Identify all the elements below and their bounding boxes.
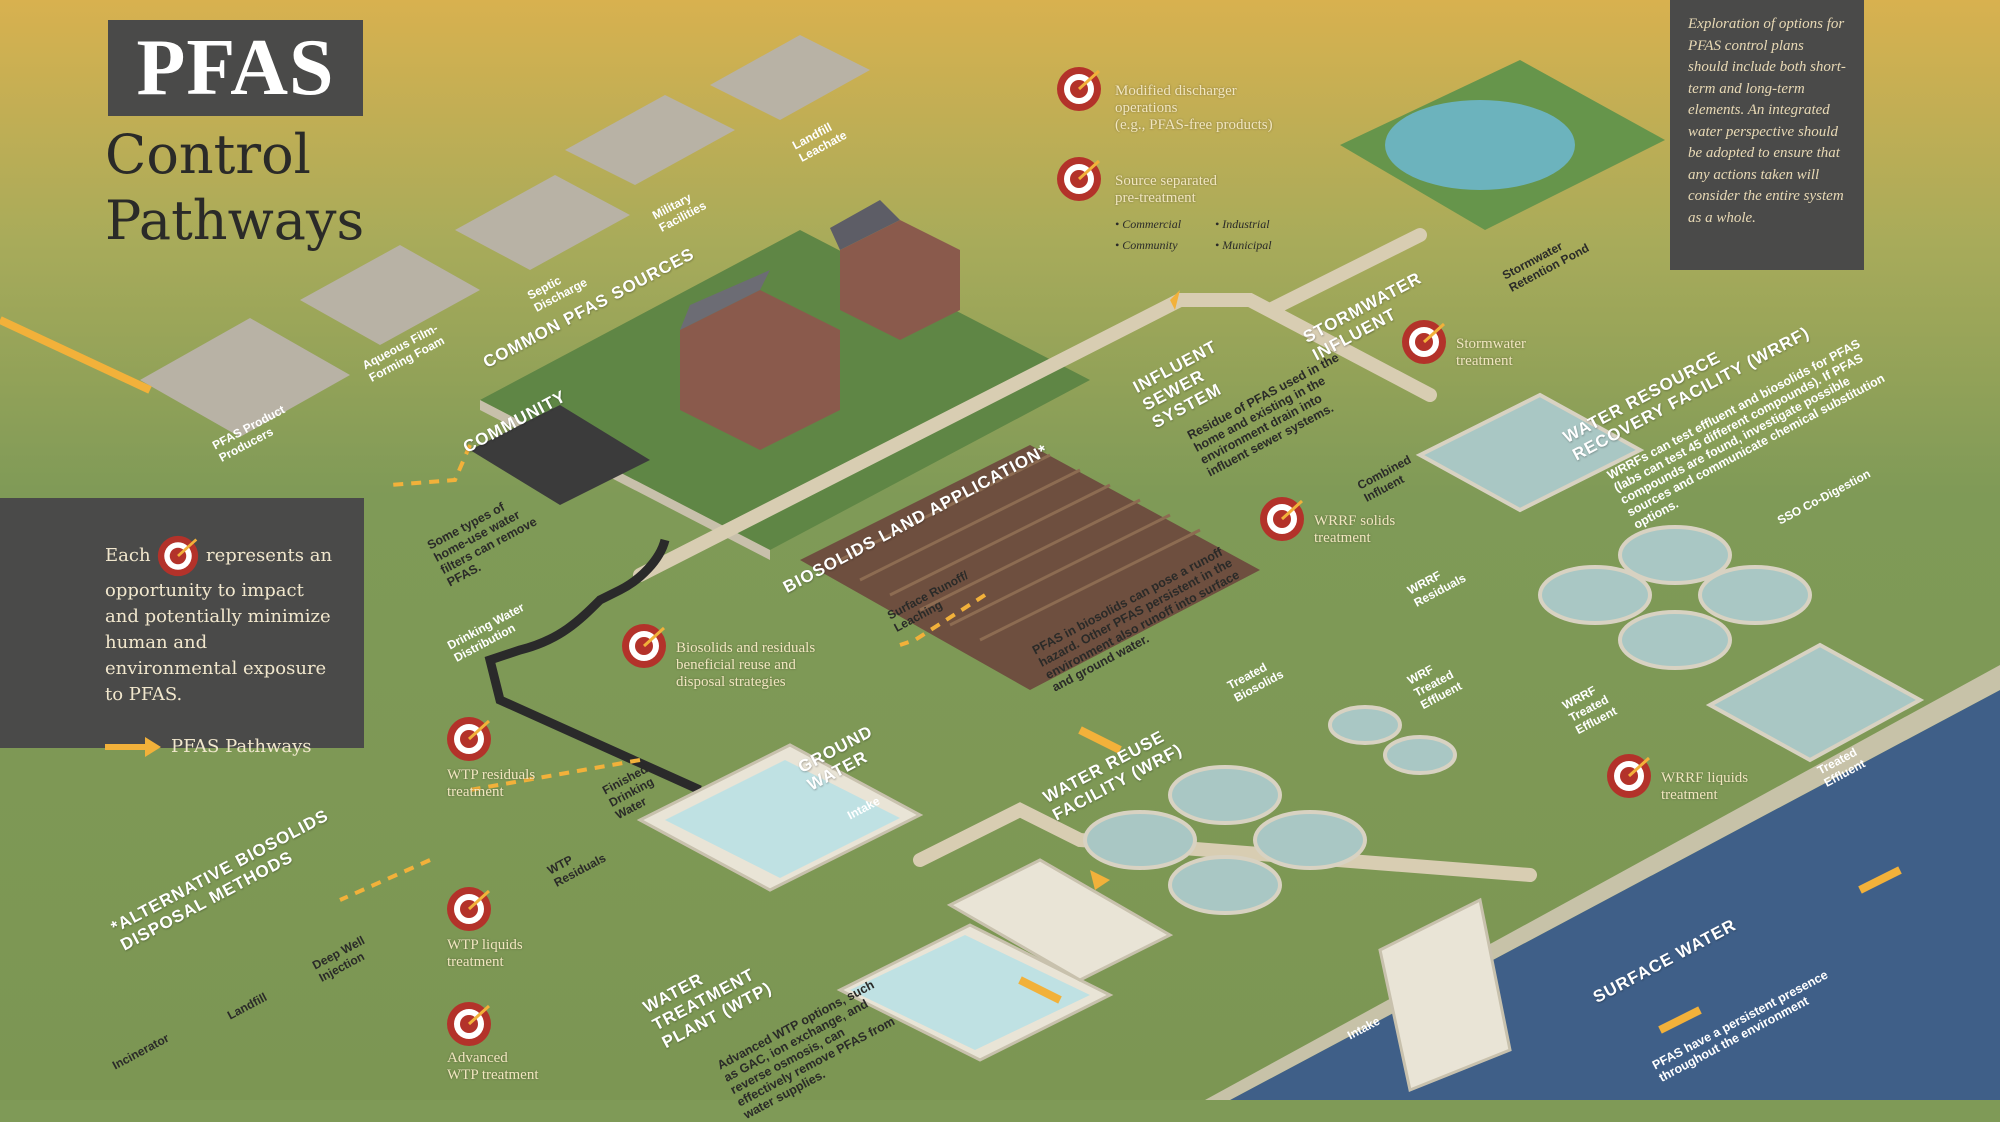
- target-line-3: (e.g., PFAS-free products): [1115, 117, 1273, 133]
- target-label: Modified discharger operations (e.g., PF…: [1115, 83, 1335, 134]
- target-label: Advanced WTP treatment: [447, 1050, 597, 1084]
- target-wtp-liquids: WTP liquids treatment: [445, 885, 523, 970]
- target-line-2: treatment: [447, 784, 504, 800]
- target-source-separated: Source separated pre-treatment • Commerc…: [1055, 155, 1272, 252]
- target-line-2: operations: [1115, 100, 1178, 116]
- target-icon: [622, 624, 666, 668]
- legend-pathways-row: PFAS Pathways: [105, 734, 334, 760]
- house-illustration: [680, 200, 960, 450]
- type-community: • Community: [1115, 238, 1178, 252]
- target-biosolids-residuals: Biosolids and residuals beneficial reuse…: [620, 622, 815, 690]
- target-label: WTP liquids treatment: [447, 937, 577, 971]
- pretreatment-types: • Commercial • Industrial • Community • …: [1115, 217, 1315, 253]
- legend-target-icon: [156, 534, 200, 578]
- target-icon: [447, 1002, 491, 1046]
- type-industrial: • Industrial: [1215, 217, 1270, 231]
- type-municipal: • Municipal: [1215, 238, 1272, 252]
- target-stormwater: Stormwater treatment: [1400, 318, 1526, 370]
- target-line-1: Biosolids and residuals: [676, 640, 816, 656]
- target-line-1: WTP residuals: [447, 767, 536, 783]
- target-label: WTP residuals treatment: [447, 767, 577, 801]
- target-modified-discharger: Modified discharger operations (e.g., PF…: [1055, 65, 1273, 133]
- target-line-1: WRRF liquids: [1661, 770, 1749, 786]
- pathway-arrow-icon: [105, 737, 161, 757]
- target-wtp-residuals: WTP residuals treatment: [445, 715, 535, 800]
- target-line-1: WTP liquids: [447, 937, 523, 953]
- target-label: WRRF liquids treatment: [1661, 770, 1781, 804]
- target-icon: [1057, 157, 1101, 201]
- target-icon: [1402, 320, 1446, 364]
- target-line-2: beneficial reuse and: [676, 657, 796, 673]
- target-label: Stormwater treatment: [1456, 336, 1576, 370]
- target-icon: [1260, 497, 1304, 541]
- legend-each: Each: [105, 545, 151, 566]
- target-label: WRRF solids treatment: [1314, 513, 1434, 547]
- target-icon: [447, 887, 491, 931]
- target-label: Biosolids and residuals beneficial reuse…: [676, 640, 876, 691]
- legend-represents: represents an opportunity to impact and …: [105, 545, 333, 705]
- target-line-2: WTP treatment: [447, 1067, 539, 1083]
- target-line-3: disposal strategies: [676, 674, 786, 690]
- legend-pathways-label: PFAS Pathways: [171, 736, 312, 757]
- target-line-1: Advanced: [447, 1050, 508, 1066]
- target-line-2: treatment: [447, 954, 504, 970]
- target-line-2: treatment: [1456, 353, 1513, 369]
- subtitle-line-1: Control: [105, 123, 311, 186]
- target-line-1: Stormwater: [1456, 336, 1526, 352]
- subtitle-line-2: Pathways: [105, 189, 365, 252]
- target-line-1: WRRF solids: [1314, 513, 1396, 529]
- target-advanced-wtp: Advanced WTP treatment: [445, 1000, 539, 1083]
- target-icon: [1607, 754, 1651, 798]
- stormwater-pond: [1385, 100, 1575, 190]
- integrated-perspective-note: Exploration of options for PFAS control …: [1670, 0, 1864, 270]
- target-line-2: treatment: [1314, 530, 1371, 546]
- target-line-1: Modified discharger: [1115, 83, 1237, 99]
- target-wrrf-solids: WRRF solids treatment: [1258, 495, 1395, 547]
- target-wrrf-liquids: WRRF liquids treatment: [1605, 752, 1748, 804]
- target-icon: [1057, 67, 1101, 111]
- target-line-2: pre-treatment: [1115, 190, 1196, 206]
- drinking-water-line: [484, 538, 702, 795]
- legend-panel: Each represents an opportunity to impact…: [0, 498, 364, 757]
- page-subtitle: Control Pathways: [105, 122, 405, 254]
- target-line-2: treatment: [1661, 787, 1718, 803]
- page-title: PFAS: [108, 20, 363, 116]
- target-line-1: Source separated: [1115, 173, 1218, 189]
- type-commercial: • Commercial: [1115, 217, 1182, 231]
- target-icon: [447, 717, 491, 761]
- target-label: Source separated pre-treatment: [1115, 173, 1295, 207]
